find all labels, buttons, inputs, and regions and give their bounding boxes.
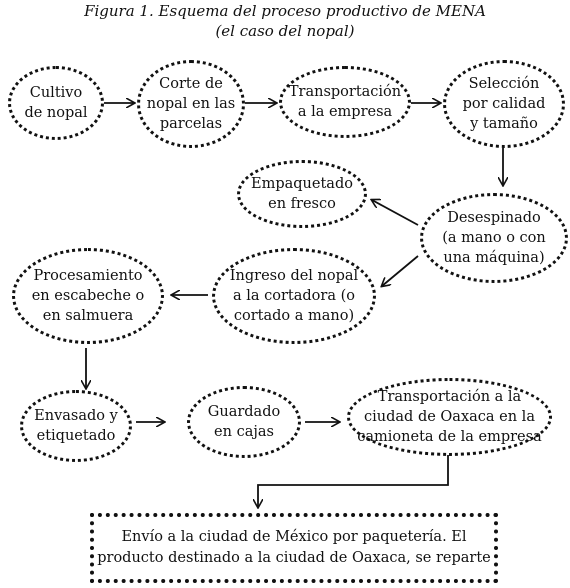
node-empaquetado: Empaquetado en fresco [237, 160, 367, 228]
node-guardado: Guardado en cajas [187, 386, 301, 458]
node-seleccion: Selección por calidad y tamaño [443, 60, 565, 148]
node-envasado: Envasado y etiquetado [20, 390, 132, 462]
node-ingreso: Ingreso del nopal a la cortadora (o cort… [212, 248, 376, 344]
node-desespinado: Desespinado (a mano o con una máquina) [420, 193, 568, 283]
node-envio: Envío a la ciudad de México por paqueter… [90, 513, 498, 583]
node-transporte-empresa: Transportación a la empresa [279, 66, 411, 138]
figure-subtitle: (el caso del nopal) [215, 22, 355, 40]
figure-title: Figura 1. Esquema del proceso productivo… [84, 2, 486, 20]
node-transporte-oaxaca: Transportación a la ciudad de Oaxaca en … [347, 378, 552, 456]
node-cultivo: Cultivo de nopal [8, 66, 104, 140]
arrow-desespinado-empaquetado [372, 200, 419, 226]
arrow-desespinado-ingreso [382, 255, 419, 286]
node-procesamiento: Procesamiento en escabeche o en salmuera [12, 248, 164, 344]
arrow-transporte-envio [258, 455, 449, 507]
node-corte: Corte de nopal en las parcelas [137, 60, 245, 148]
